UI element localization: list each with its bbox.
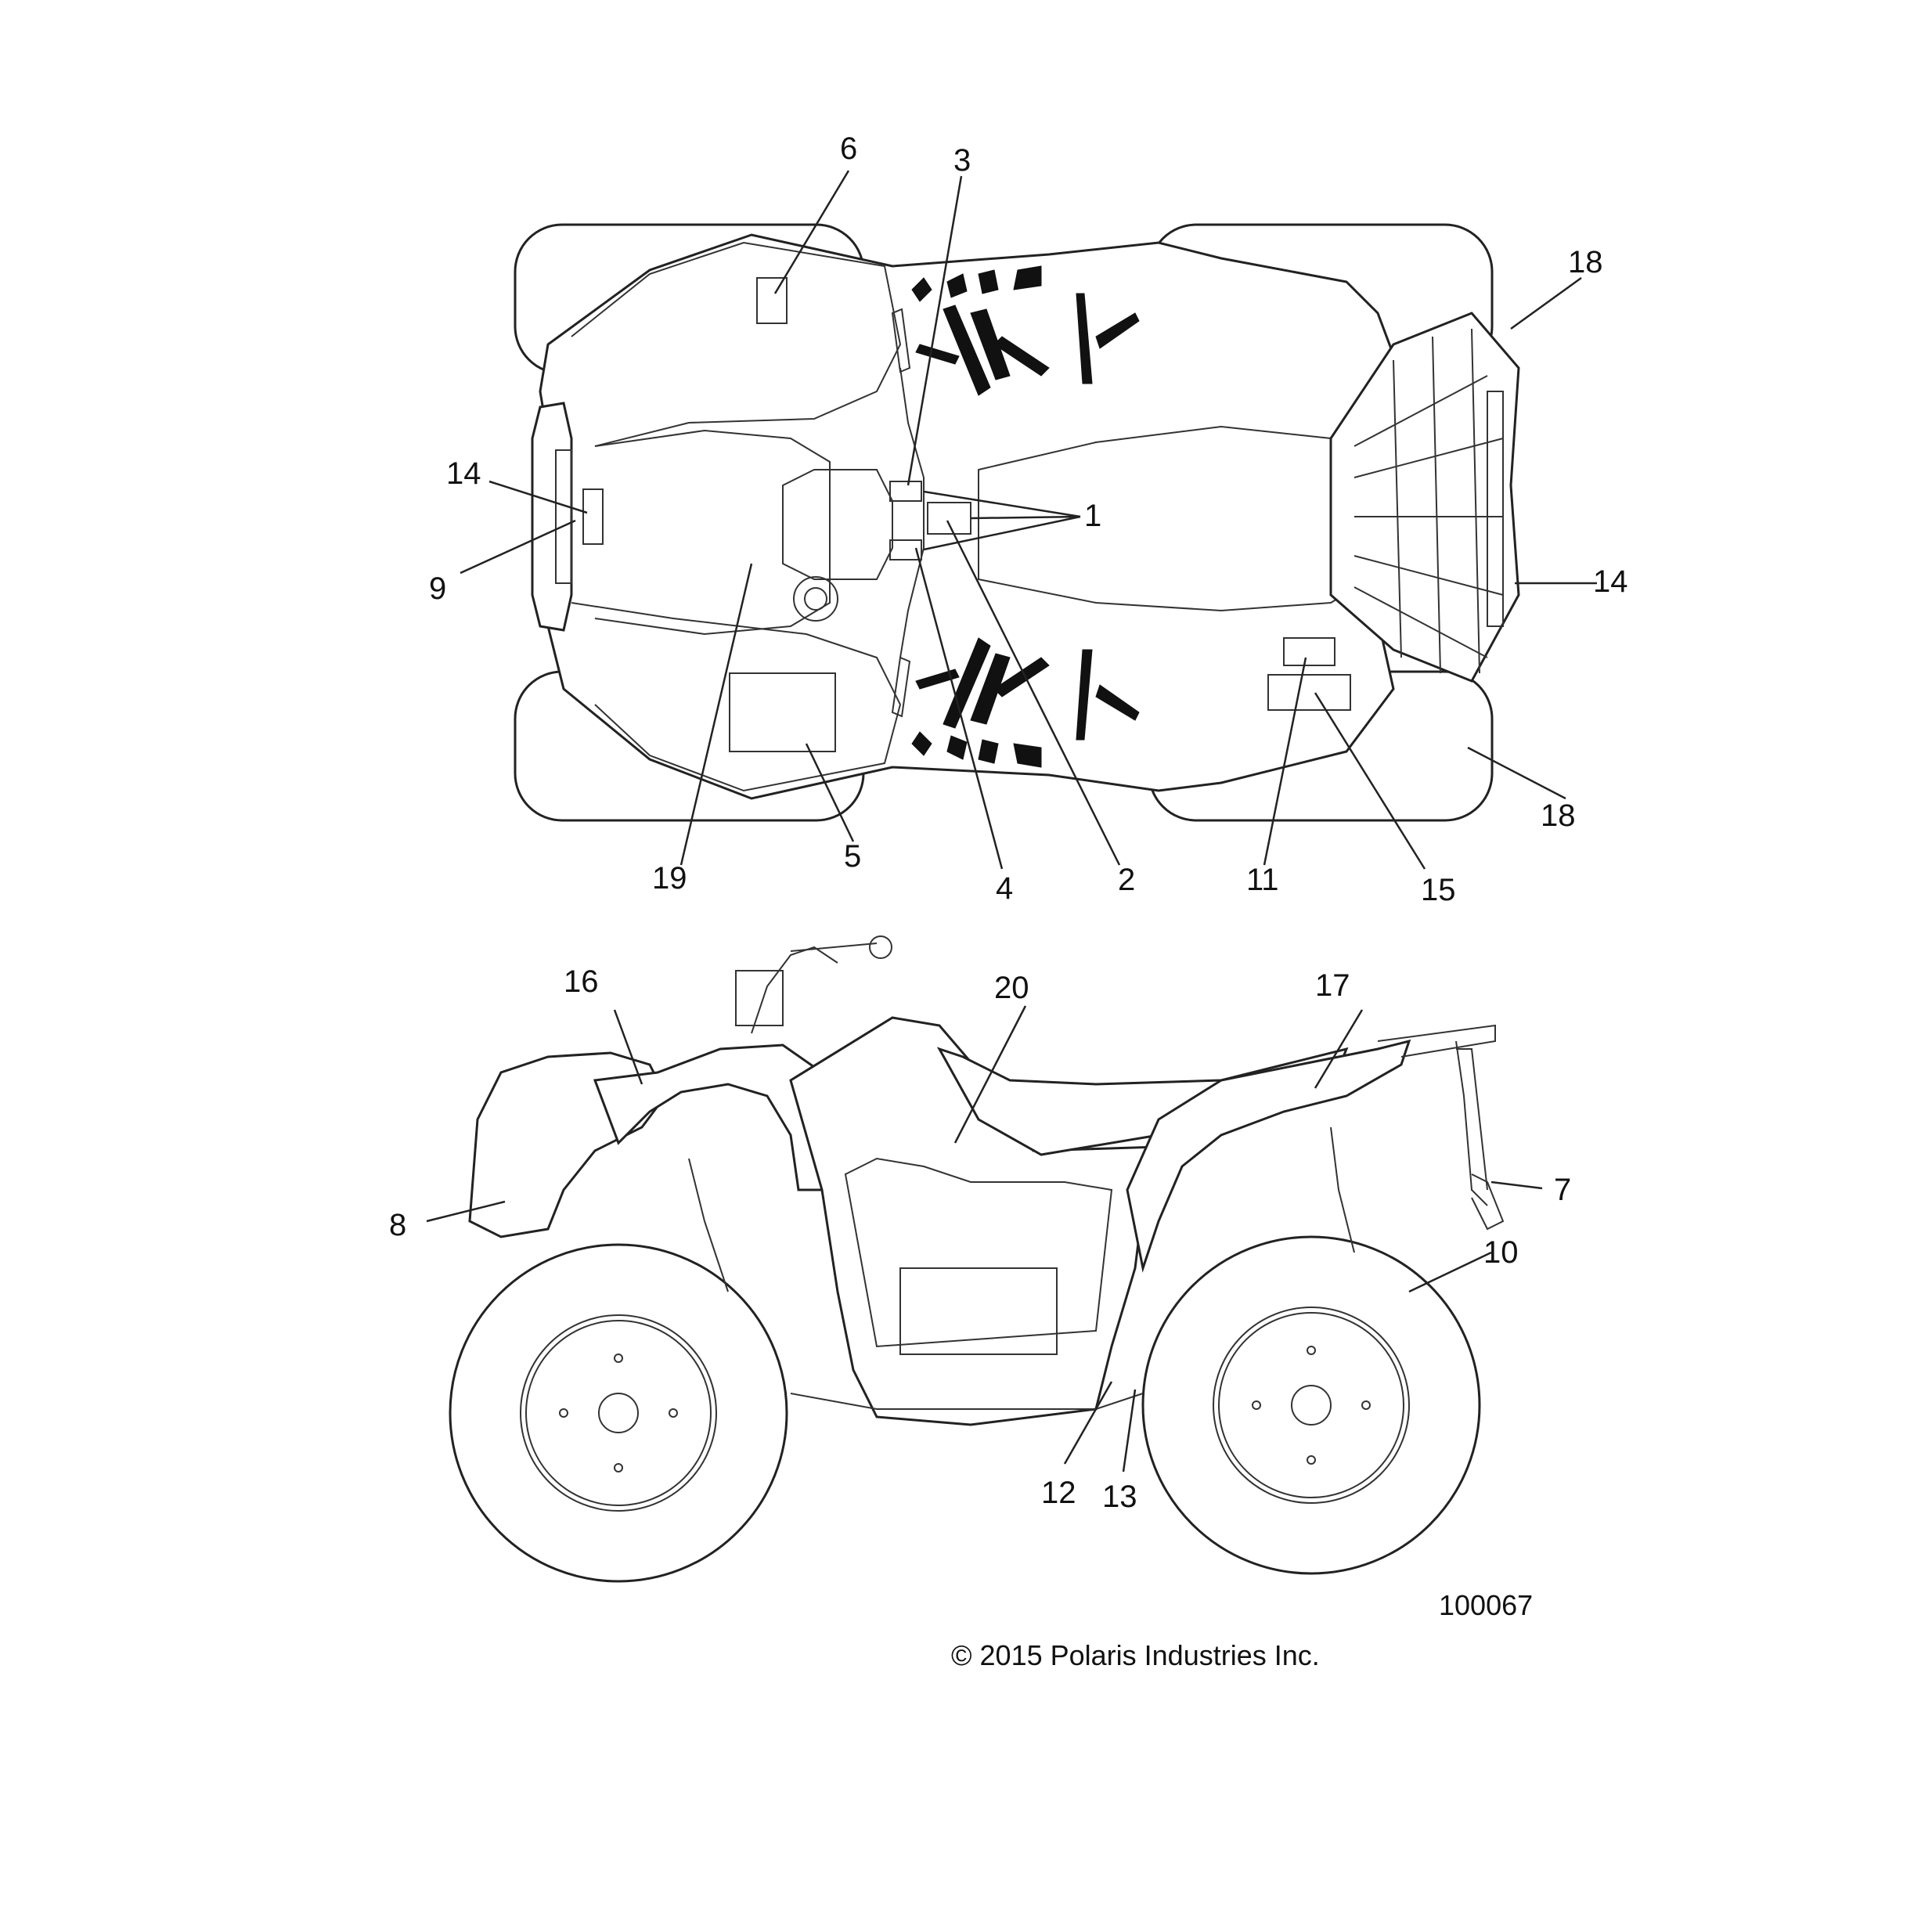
frame-rail: [790, 1393, 1144, 1410]
callout-11: 11: [1246, 863, 1279, 897]
callout-5: 5: [844, 839, 861, 874]
hood-panel: [594, 429, 831, 636]
front-fender-bottom: [571, 602, 902, 792]
rear-lug-3: [1252, 1400, 1261, 1410]
callout-6: 6: [840, 132, 857, 166]
callout-13: 13: [1102, 1480, 1137, 1514]
throttle-grip: [869, 935, 892, 959]
front-suspension: [688, 1158, 729, 1292]
gas-cap: [793, 576, 838, 622]
front-lug-1: [614, 1353, 623, 1363]
rear-hub: [1291, 1385, 1332, 1426]
front-grille: [555, 449, 572, 584]
front-fender: [593, 1043, 831, 1191]
headlight-pod: [735, 970, 784, 1026]
rear-suspension: [1330, 1126, 1355, 1253]
callout-8: 8: [389, 1208, 406, 1242]
rear-tire: [1141, 1235, 1481, 1575]
atv-side-view: [449, 935, 1505, 1583]
rear-rim: [1213, 1307, 1410, 1504]
decal-1a: [889, 481, 922, 502]
engine-block: [899, 1267, 1058, 1355]
decal-14-front: [582, 488, 604, 545]
callout-10: 10: [1483, 1235, 1519, 1270]
rear-lug-2: [1307, 1455, 1316, 1465]
front-bumper: [531, 402, 573, 632]
rear-fender: [1126, 1039, 1411, 1273]
callout-4: 4: [996, 871, 1013, 906]
leader-lines: [426, 170, 1597, 1472]
callout-20: 20: [994, 971, 1029, 1005]
front-fender-top: [571, 241, 902, 447]
handlebar-grip-top: [891, 308, 911, 373]
copyright-notice: © 2015 Polaris Industries Inc.: [951, 1639, 1320, 1671]
callout-16: 16: [564, 964, 599, 999]
handlebar-grip-bottom: [891, 656, 911, 718]
side-panel: [789, 1016, 1160, 1426]
callout-numbers: 6 3 18 14 1 9 14 18 5 19 4 2 11 15 16 20…: [389, 132, 1628, 1514]
callout-9: 9: [429, 571, 446, 606]
decal-6: [756, 277, 788, 324]
callout-17: 17: [1315, 968, 1350, 1003]
front-tire: [449, 1243, 788, 1583]
callout-7: 7: [1554, 1173, 1571, 1207]
callout-18-top: 18: [1568, 245, 1603, 279]
handlebar-side: [790, 943, 878, 952]
callout-14-rear: 14: [1593, 564, 1628, 599]
atv-top-view: [514, 223, 1520, 822]
handlebar: [899, 367, 925, 658]
instrument-pod: [782, 469, 893, 580]
callout-18-bottom: 18: [1541, 798, 1576, 833]
decal-1c: [889, 539, 922, 560]
rear-rack-side: [1377, 1024, 1496, 1206]
front-lug-2: [614, 1463, 623, 1472]
rear-lug-4: [1361, 1400, 1371, 1410]
callout-12: 12: [1041, 1476, 1076, 1510]
fender-graphics-bottom: [911, 637, 1140, 768]
rear-hitch: [1471, 1173, 1505, 1231]
front-rim: [520, 1314, 717, 1512]
decal-11: [1283, 637, 1335, 666]
rear-rack: [1329, 312, 1520, 683]
fender-graphics-top: [911, 265, 1140, 396]
front-hub: [598, 1393, 639, 1433]
side-panel-inner: [844, 1157, 1113, 1348]
callout-14-front: 14: [446, 456, 481, 491]
rear-lug-1: [1307, 1346, 1316, 1355]
callout-19: 19: [652, 861, 687, 896]
gas-cap-inner: [804, 587, 827, 611]
decal-15: [1267, 674, 1351, 711]
front-rim-inner: [525, 1320, 712, 1506]
callout-1: 1: [1084, 499, 1101, 533]
rear-rim-inner: [1218, 1312, 1404, 1498]
callout-2: 2: [1118, 863, 1135, 897]
drawing-number: 100067: [1439, 1589, 1533, 1621]
front-lug-3: [559, 1408, 568, 1418]
steering-column: [751, 946, 838, 1034]
callout-3: 3: [953, 143, 971, 178]
decal-5: [729, 672, 836, 752]
callout-15: 15: [1421, 873, 1456, 907]
front-lug-4: [669, 1408, 678, 1418]
